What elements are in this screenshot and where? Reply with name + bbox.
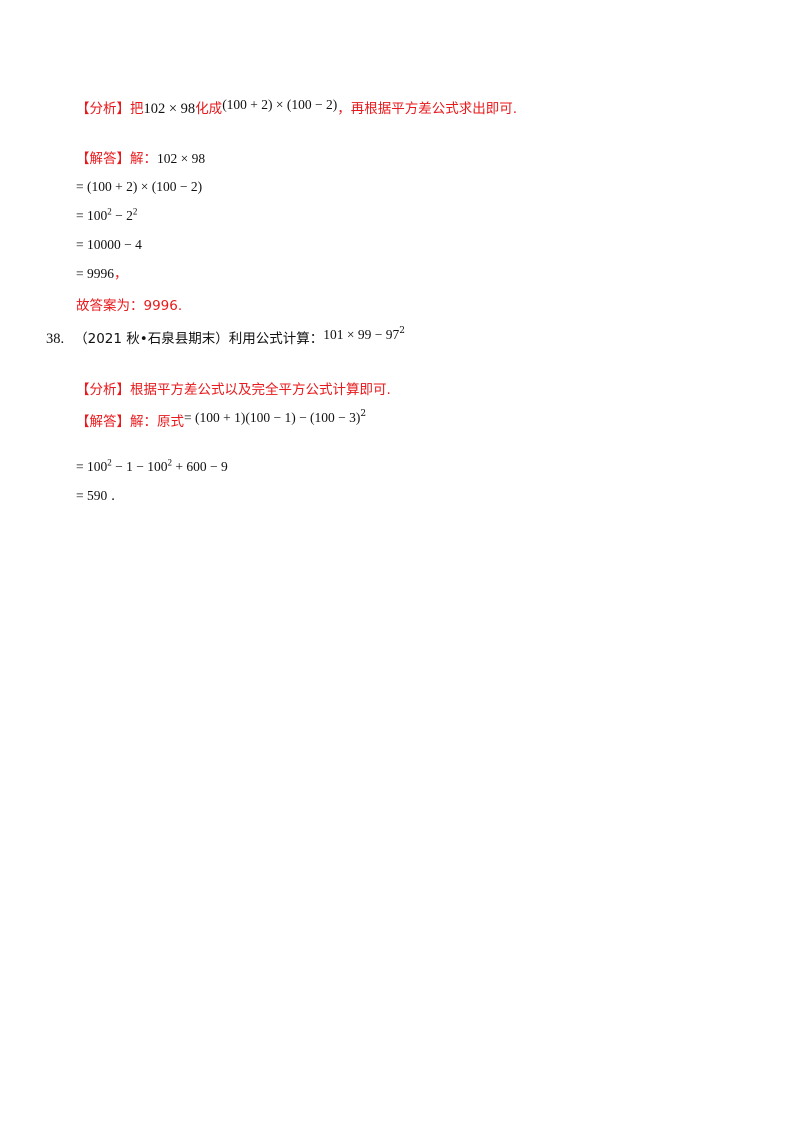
a2-step1-part-b: − 1 − 100 [111,459,168,474]
analysis-tag: 【分析】 [76,101,130,117]
problem-38: 38. （2021 秋•石泉县期末）利用公式计算：101 × 99 − 972 [46,327,405,348]
answer-2-step-1: = 1002 − 1 − 1002 + 600 − 9 [76,458,228,476]
step-4-value: = 9996 [76,266,114,281]
step-2-exp-a: 2 [107,206,112,217]
analysis-text-2: 化成 [195,101,223,117]
step-2-minus: − 2 [111,208,133,223]
answer-step-4: = 9996， [76,265,128,283]
answer-2-expr: = (100 + 1)(100 − 1) − (100 − 3) [184,410,361,425]
step-2-exp-b: 2 [132,206,138,217]
answer-step-2: = 1002 − 22 [76,207,137,225]
answer-step-1: = (100 + 2) × (100 − 2) [76,179,203,194]
final-answer: 故答案为：9996. [76,298,183,314]
a2-step2-period: . [111,488,115,504]
answer-2-line: 【解答】解：原式= (100 + 1)(100 − 1) − (100 − 3)… [76,410,366,431]
answer-step-3: = 10000 − 4 [76,237,142,252]
analysis-math-2: (100 + 2) × (100 − 2) [222,97,338,112]
problem-expr: 101 × 99 − 97 [323,327,400,342]
step-2-base: = 100 [76,208,108,223]
analysis-2-line: 【分析】根据平方差公式以及完全平方公式计算即可. [76,381,391,399]
analysis-math-1: 102 × 98 [143,101,196,117]
a2-step1-exp-a: 2 [107,457,112,468]
answer-2-expr-exp: 2 [360,409,367,420]
a2-step1-part-a: = 100 [76,459,108,474]
answer-lead: 解： [130,151,157,167]
answer-2-step-2: = 590. [76,487,115,505]
problem-number: 38. [46,331,65,347]
a2-step2-value: = 590 [76,488,108,503]
analysis-2-tag: 【分析】 [76,382,130,398]
a2-step1-part-c: + 600 − 9 [171,459,228,474]
analysis-1-line: 【分析】把102 × 98化成(100 + 2) × (100 − 2)，再根据… [76,97,518,118]
answer-2-tag: 【解答】 [76,414,130,430]
analysis-text-1: 把 [130,101,144,117]
answer-1-line: 【解答】解：102 × 98 [76,150,205,168]
analysis-text-3: ，再根据平方差公式求出即可. [337,101,518,117]
step-4-comma: ， [114,266,128,282]
answer-expr: 102 × 98 [157,151,206,166]
a2-step1-exp-b: 2 [167,457,172,468]
problem-expr-exp: 2 [399,326,405,337]
analysis-2-text: 根据平方差公式以及完全平方公式计算即可. [130,382,391,398]
answer-tag: 【解答】 [76,151,130,167]
problem-source: （2021 秋•石泉县期末）利用公式计算： [74,331,324,347]
answer-2-lead: 解：原式 [130,414,184,430]
